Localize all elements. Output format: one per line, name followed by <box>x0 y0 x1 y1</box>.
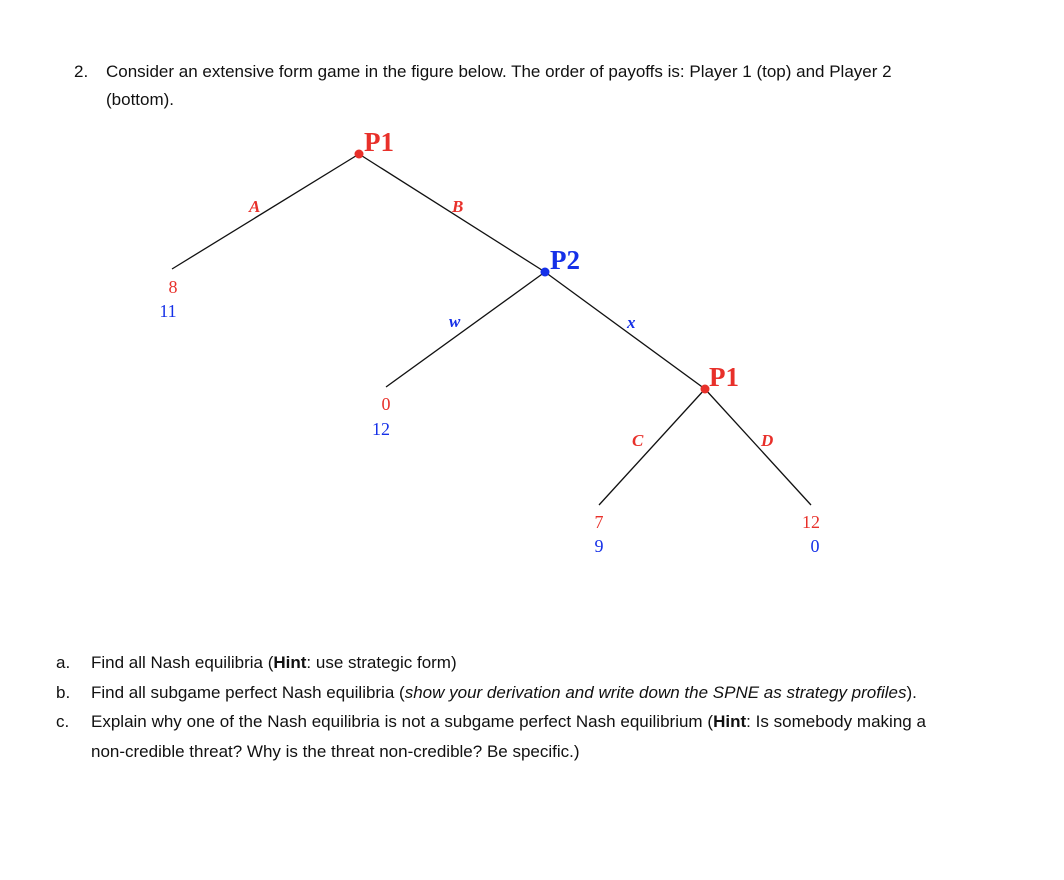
part-c-text: Explain why one of the Nash equilibria i… <box>91 712 714 731</box>
question-header: 2. Consider an extensive form game in th… <box>74 58 954 114</box>
part-c-text-end: : Is somebody making a non-credible thre… <box>91 712 926 761</box>
part-b-label: b. <box>56 682 71 702</box>
node-label-root: P1 <box>364 127 394 157</box>
part-c-hint: Hint <box>713 712 747 731</box>
part-b-text-end: ). <box>906 682 917 702</box>
part-a-text: Find all Nash equilibria ( <box>91 653 274 672</box>
edge-A <box>171 153 360 270</box>
node-label-p2: P2 <box>550 245 580 275</box>
node-p2 <box>540 267 550 277</box>
action-w: w <box>449 312 461 331</box>
edge-C <box>598 388 706 506</box>
part-a-text-end: : use strategic form) <box>306 653 457 672</box>
part-b-text: Find all subgame perfect Nash equilibria… <box>91 682 405 702</box>
part-b-italic: show your derivation and write down the … <box>404 682 907 702</box>
part-c: c. Explain why one of the Nash equilibri… <box>56 707 926 766</box>
part-a: a. Find all Nash equilibria (Hint: use s… <box>56 648 926 678</box>
action-C: C <box>632 431 644 450</box>
part-a-hint: Hint <box>273 653 307 672</box>
edge-x <box>544 271 706 390</box>
payoff-A-p2: 11 <box>159 301 176 321</box>
payoff-D-p1: 12 <box>802 512 820 532</box>
node-second-p1 <box>700 384 710 394</box>
part-a-label: a. <box>56 653 71 672</box>
payoff-w-p2: 12 <box>372 419 390 439</box>
question-text: Consider an extensive form game in the f… <box>106 62 892 109</box>
question-number: 2. <box>74 62 89 81</box>
payoff-C-p1: 7 <box>595 512 604 532</box>
action-A: A <box>248 197 260 216</box>
payoff-w-p1: 0 <box>382 394 391 414</box>
node-root-p1 <box>354 149 364 159</box>
node-label-second-p1: P1 <box>709 362 739 392</box>
payoff-D-p2: 0 <box>811 536 820 556</box>
action-x: x <box>626 313 636 332</box>
edge-B <box>358 153 546 273</box>
edge-w <box>385 271 546 388</box>
question-parts: a. Find all Nash equilibria (Hint: use s… <box>56 648 926 766</box>
payoff-C-p2: 9 <box>595 536 604 556</box>
action-B: B <box>451 197 463 216</box>
payoff-A-p1: 8 <box>169 277 178 297</box>
edge-D <box>704 388 812 506</box>
action-D: D <box>760 431 773 450</box>
part-c-label: c. <box>56 712 70 731</box>
part-b: b. Find all subgame perfect Nash equilib… <box>56 678 926 708</box>
